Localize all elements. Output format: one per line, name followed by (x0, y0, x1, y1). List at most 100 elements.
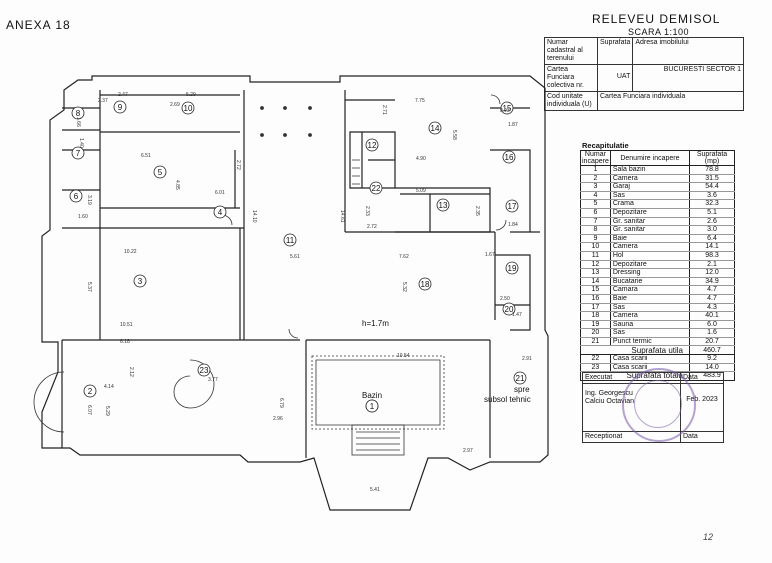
dimension-label: 5.58 (451, 130, 457, 140)
room-marker (502, 302, 516, 316)
room-marker (505, 261, 519, 275)
dimension-label: 6.01 (215, 190, 225, 196)
room-number: 2 (88, 387, 93, 396)
dimension-label: 2.47 (118, 92, 128, 98)
dimension-label: 10.22 (124, 249, 137, 255)
recap-area: 4.3 (689, 303, 735, 313)
recap-room-name: Camera (609, 174, 691, 184)
annex-label: ANEXA 18 (6, 18, 71, 32)
recap-room-name: Gr. sanitar (609, 225, 691, 235)
dimension-label: 2.50 (500, 296, 510, 302)
tech-label-2: subsol tehnic (484, 395, 531, 404)
recap-area: 5.1 (689, 208, 735, 218)
room-marker (500, 101, 514, 115)
room-number: 19 (508, 264, 517, 273)
dimension-label: 2.91 (522, 356, 532, 362)
room-marker (418, 277, 432, 291)
document-title: RELEVEU DEMISOL (592, 12, 721, 26)
room-number: 21 (516, 374, 525, 383)
dimension-label: 2.71 (381, 105, 387, 115)
dimension-label: 2.72 (235, 160, 241, 170)
recap-area: 31.5 (689, 174, 735, 184)
dimension-label: 5.29 (104, 406, 110, 416)
room-number: 20 (505, 305, 514, 314)
recap-area: 2.1 (689, 260, 735, 270)
dimension-label: 2.37 (98, 98, 108, 104)
room-marker (283, 233, 297, 247)
dimension-label: 10.54 (397, 353, 410, 359)
tech-label-1: spre (514, 385, 530, 394)
dimension-label: 3.77 (208, 377, 218, 383)
id-adresa: Adresa imobilului (632, 37, 744, 65)
room-marker (197, 363, 211, 377)
recap-area: 3.6 (689, 191, 735, 201)
id-carte-individuala: Cartea Funciara individuala (597, 91, 744, 111)
recap-area: 9.2 (689, 354, 735, 364)
dimension-label: 1.67 (485, 252, 495, 258)
room-number: 10 (184, 104, 193, 113)
id-uat-value: BUCURESTI SECTOR 1 (632, 64, 744, 92)
recap-area: 14.1 (689, 242, 735, 252)
dimension-label: 14.10 (251, 210, 257, 223)
recap-util-value: 460.7 (689, 345, 735, 356)
official-stamp (622, 368, 696, 442)
dimension-label: 6.79 (278, 398, 284, 408)
dimension-label: 1.47 (512, 312, 522, 318)
dimension-label: 4.14 (104, 384, 114, 390)
dimension-label: 1.66 (75, 117, 81, 127)
dimension-label: 1.40 (78, 138, 84, 148)
dimension-label: 14.61 (339, 210, 345, 223)
dimension-label: 2.35 (474, 206, 480, 216)
dimension-label: 5.61 (290, 254, 300, 260)
room-marker (181, 101, 195, 115)
room-number: 17 (508, 202, 517, 211)
recap-area: 40.1 (689, 311, 735, 321)
room-number: 13 (439, 201, 448, 210)
dimension-label: 5.32 (401, 282, 407, 292)
room-marker (365, 399, 379, 413)
room-marker (153, 165, 167, 179)
room-marker (505, 199, 519, 213)
dimension-label: 6.07 (86, 405, 92, 415)
sig-data-label-2: Data (680, 431, 724, 443)
sig-author-2: Calciu Octavian (585, 398, 635, 405)
room-number: 5 (158, 168, 163, 177)
room-number: 15 (503, 104, 512, 113)
dimension-label: 5.09 (416, 188, 426, 194)
room-marker (436, 198, 450, 212)
recap-area: 2.6 (689, 217, 735, 227)
recap-room-name: Camera (609, 311, 691, 321)
recap-room-name: Sas (609, 328, 691, 338)
recap-area: 78.8 (689, 165, 735, 175)
room-number: 22 (372, 184, 381, 193)
dimension-label: 2.96 (273, 416, 283, 422)
room-marker (365, 138, 379, 152)
recap-room-name: Depozitare (609, 208, 691, 218)
room-number: 1 (370, 402, 375, 411)
dimension-label: 0.93 (500, 108, 510, 114)
room-number: 8 (76, 109, 81, 118)
dimension-label: 2.33 (364, 206, 370, 216)
page-number: 12 (703, 532, 714, 542)
room-marker (69, 189, 83, 203)
room-marker (71, 146, 85, 160)
room-number: 7 (76, 149, 81, 158)
recap-area: 34.9 (689, 277, 735, 287)
recap-area: 98.3 (689, 251, 735, 261)
dimension-label: 2.97 (463, 448, 473, 454)
room-marker (513, 371, 527, 385)
room-marker (213, 205, 227, 219)
room-number: 11 (286, 236, 295, 245)
property-id-table: Numar cadastral al terenului Suprafata A… (544, 37, 744, 111)
dimension-label: 6.18 (120, 339, 130, 345)
room-marker (83, 384, 97, 398)
